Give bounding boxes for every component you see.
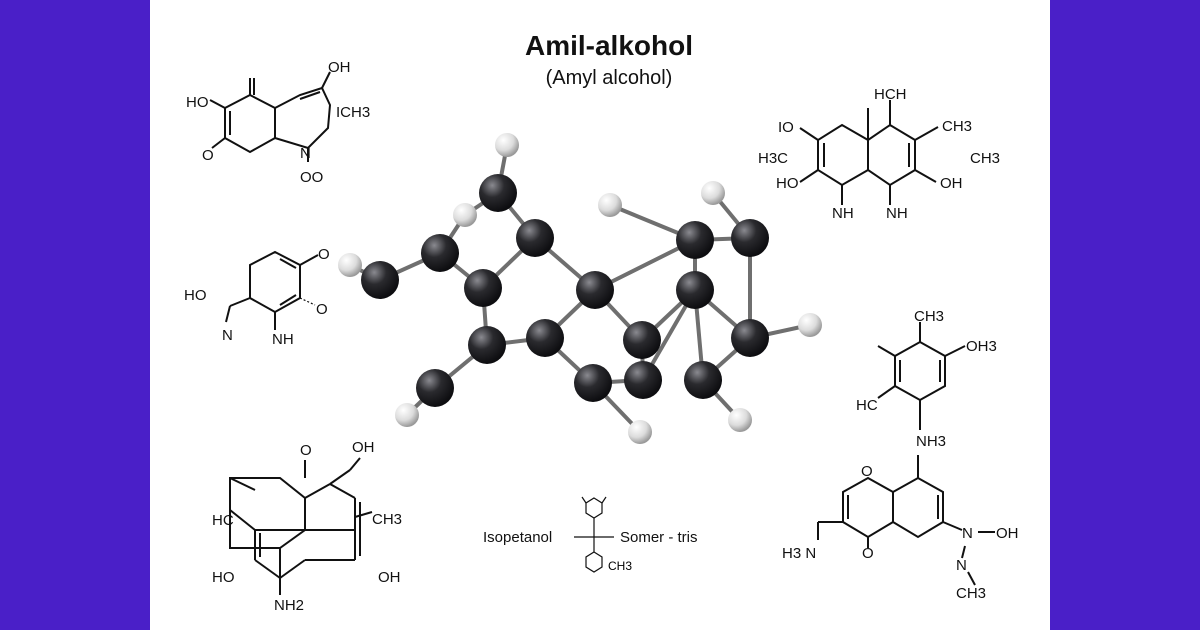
br-label-5: O <box>862 545 874 562</box>
ml-label-4: N <box>222 327 233 344</box>
bl-label-6: OH <box>378 569 401 586</box>
carbon-atom <box>479 174 517 212</box>
tr-label-2: IO <box>778 119 794 136</box>
tl-label-4: O <box>202 147 214 164</box>
hydrogen-atom <box>728 408 752 432</box>
tl-label-2: HO <box>186 94 209 111</box>
carbon-atom <box>516 219 554 257</box>
carbon-atom <box>421 234 459 272</box>
bc-left-label: Isopetanol <box>483 529 552 546</box>
hydrogen-atom <box>395 403 419 427</box>
carbon-atom <box>731 219 769 257</box>
carbon-atom <box>624 361 662 399</box>
tr-label-7: OH <box>940 175 963 192</box>
tr-label-8: NH <box>832 205 854 222</box>
carbon-atom <box>576 271 614 309</box>
hydrogen-atom <box>338 253 362 277</box>
tl-label-6: OO <box>300 169 323 186</box>
structure-bottom-center: Isopetanol Somer - tris CH3 <box>483 496 698 573</box>
left-color-band <box>0 0 150 630</box>
structure-bottom-right: O N OH H3 N O N CH3 <box>782 455 1019 602</box>
carbon-atom <box>731 319 769 357</box>
diagram-canvas: Amil-alkohol (Amyl alcohol) OH HO ICH3 O… <box>150 0 1050 630</box>
diagram-title: Amil-alkohol <box>525 30 693 61</box>
diagram-subtitle: (Amyl alcohol) <box>546 67 673 89</box>
br-label-4: H3 N <box>782 545 816 562</box>
molecule-atoms <box>338 133 822 444</box>
carbon-atom <box>416 369 454 407</box>
carbon-atom <box>676 271 714 309</box>
tl-label-1: OH <box>328 59 351 76</box>
tl-label-5: N <box>300 145 311 162</box>
carbon-atom <box>361 261 399 299</box>
tr-label-6: HO <box>776 175 799 192</box>
hydrogen-atom <box>701 181 725 205</box>
hydrogen-atom <box>628 420 652 444</box>
structure-top-left: OH HO ICH3 O N OO <box>186 59 370 186</box>
br-label-7: CH3 <box>956 585 986 602</box>
tr-label-9: NH <box>886 205 908 222</box>
carbon-atom <box>676 221 714 259</box>
br-label-2: N <box>962 525 973 542</box>
bl-label-3: HC <box>212 512 234 529</box>
rm-label-3: HC <box>856 397 878 414</box>
carbon-atom <box>464 269 502 307</box>
ml-label-5: NH <box>272 331 294 348</box>
bc-small-label: CH3 <box>608 559 632 573</box>
carbon-atom <box>468 326 506 364</box>
hydrogen-atom <box>453 203 477 227</box>
br-label-3: OH <box>996 525 1019 542</box>
right-color-band <box>1050 0 1200 630</box>
carbon-atom <box>574 364 612 402</box>
hydrogen-atom <box>598 193 622 217</box>
bc-right-label: Somer - tris <box>620 529 698 546</box>
br-label-6: N <box>956 557 967 574</box>
diagram-svg: Amil-alkohol (Amyl alcohol) OH HO ICH3 O… <box>184 30 1019 614</box>
carbon-atom <box>526 319 564 357</box>
tl-label-3: ICH3 <box>336 104 370 121</box>
bl-label-4: CH3 <box>372 511 402 528</box>
tr-label-1: HCH <box>874 86 907 103</box>
carbon-atom <box>684 361 722 399</box>
carbon-atom <box>623 321 661 359</box>
tr-label-5: CH3 <box>970 150 1000 167</box>
bl-label-7: NH2 <box>274 597 304 614</box>
structure-mid-left: O HO O N NH <box>184 246 330 348</box>
structure-top-right: HCH IO CH3 H3C CH3 HO OH NH NH <box>758 86 1000 222</box>
structure-bottom-left: O OH HC CH3 HO OH NH2 <box>212 439 402 614</box>
tr-label-3: CH3 <box>942 118 972 135</box>
ml-label-2: HO <box>184 287 207 304</box>
br-label-1: O <box>861 463 873 480</box>
ml-label-3: O <box>316 301 328 318</box>
bl-label-1: O <box>300 442 312 459</box>
hydrogen-atom <box>495 133 519 157</box>
tr-label-4: H3C <box>758 150 788 167</box>
hydrogen-atom <box>798 313 822 337</box>
structure-right-mid: CH3 OH3 HC NH3 <box>856 308 997 450</box>
rm-label-2: OH3 <box>966 338 997 355</box>
rm-label-4: NH3 <box>916 433 946 450</box>
bl-label-5: HO <box>212 569 235 586</box>
bl-label-2: OH <box>352 439 375 456</box>
rm-label-1: CH3 <box>914 308 944 325</box>
ml-label-1: O <box>318 246 330 263</box>
